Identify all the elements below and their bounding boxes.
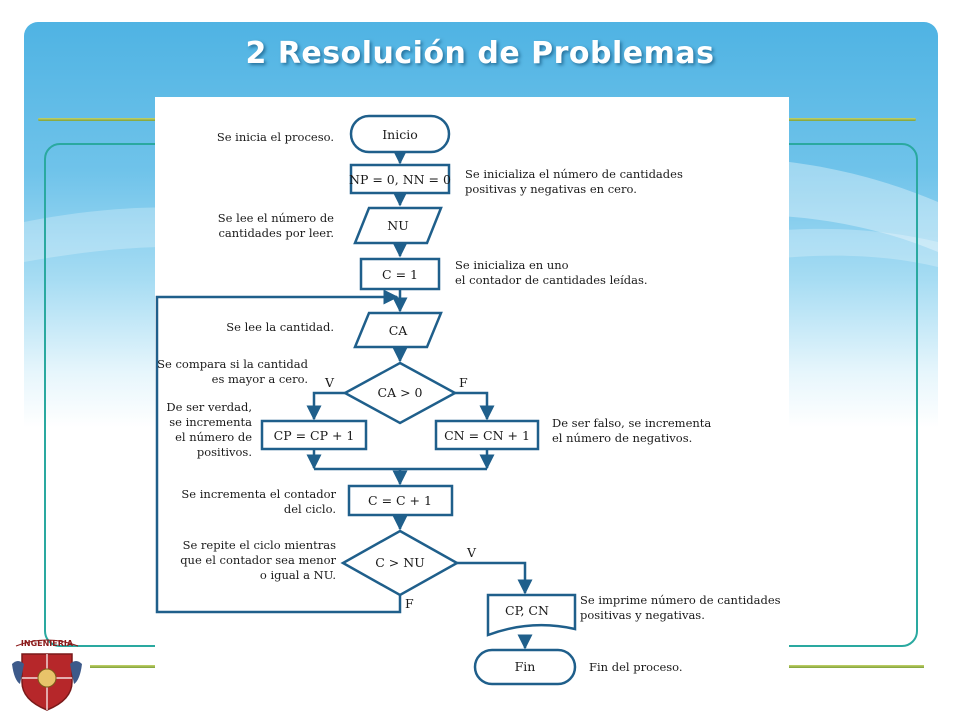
counter-process: [359, 257, 441, 291]
cn-text: CN = CN + 1: [444, 428, 530, 443]
arrow-cond-true: [306, 391, 345, 421]
true-label-1: V: [324, 375, 335, 390]
output-document: [486, 593, 577, 637]
end-terminal: [473, 648, 577, 686]
cp-text: CP = CP + 1: [274, 428, 355, 443]
note-line: Se repite el ciclo mientras: [183, 538, 336, 552]
init-process: [349, 163, 451, 195]
fin-text: Fin: [515, 659, 536, 674]
init-text: NP = 0, NN = 0: [349, 172, 451, 187]
flowchart-panel: Inicio NP = 0, NN = 0 NU C = 1 CA CA > 0…: [155, 97, 789, 697]
note-line: Se inicializa en uno: [455, 258, 569, 272]
decision-ca: [342, 361, 458, 425]
note-line: Se imprime número de cantidades: [580, 593, 781, 607]
arrow-loop-back: [155, 289, 402, 614]
note-line: De ser verdad,: [166, 400, 252, 414]
note-line: positivos.: [197, 445, 252, 459]
note-inicio: Se inicia el proceso.: [217, 130, 334, 144]
nu-text: NU: [387, 218, 408, 233]
inc-c-text: C = C + 1: [368, 493, 432, 508]
note-line: del ciclo.: [284, 502, 336, 516]
note-line: Se inicia el proceso.: [217, 130, 334, 144]
inicio-text: Inicio: [382, 127, 418, 142]
note-line: el número de: [175, 430, 252, 444]
note-read-ca: Se lee la cantidad.: [226, 320, 334, 334]
note-line: el número de negativos.: [552, 431, 692, 445]
increment-c: [347, 484, 454, 517]
note-line: positivas y negativas en cero.: [465, 182, 637, 196]
note-line: se incrementa: [169, 415, 252, 429]
note-line: el contador de cantidades leídas.: [455, 273, 648, 287]
ca-text: CA: [389, 323, 409, 338]
note-line: Se lee la cantidad.: [226, 320, 334, 334]
input-nu: [353, 206, 443, 245]
note-line: positivas y negativas.: [580, 608, 705, 622]
increment-cn: [434, 419, 540, 451]
flowchart-diagram: Inicio NP = 0, NN = 0 NU C = 1 CA CA > 0…: [155, 114, 781, 686]
output-text: CP, CN: [505, 603, 549, 618]
input-ca: [353, 311, 443, 349]
note-line: Fin del proceso.: [589, 660, 683, 674]
true-label-2: V: [466, 545, 477, 560]
cond-ca-text: CA > 0: [378, 385, 423, 400]
logo-text: INGENIERIA: [21, 639, 74, 648]
false-label-2: F: [405, 596, 414, 611]
note-fin: Fin del proceso.: [589, 660, 683, 674]
note-line: Se incrementa el contador: [181, 487, 336, 501]
c-text: C = 1: [382, 267, 418, 282]
decision-c: [340, 529, 460, 597]
note-line: cantidades por leer.: [218, 226, 334, 240]
note-line: Se compara si la cantidad: [157, 357, 308, 371]
note-line: De ser falso, se incrementa: [552, 416, 711, 430]
false-label-1: F: [459, 375, 468, 390]
cond-c-text: C > NU: [375, 555, 424, 570]
note-line: es mayor a cero.: [212, 372, 308, 386]
note-line: Se lee el número de: [218, 211, 334, 225]
arrow-cond-false: [455, 391, 495, 421]
start-terminal: [349, 114, 451, 154]
increment-cp: [260, 419, 368, 451]
slide-title: 2 Resolución de Problemas: [245, 36, 715, 71]
note-line: Se inicializa el número de cantidades: [465, 167, 683, 181]
note-line: que el contador sea menor: [180, 553, 336, 567]
arrow-cond-output: [457, 561, 533, 595]
note-line: o igual a NU.: [260, 568, 336, 582]
engineering-logo: INGENIERIA: [8, 634, 86, 718]
